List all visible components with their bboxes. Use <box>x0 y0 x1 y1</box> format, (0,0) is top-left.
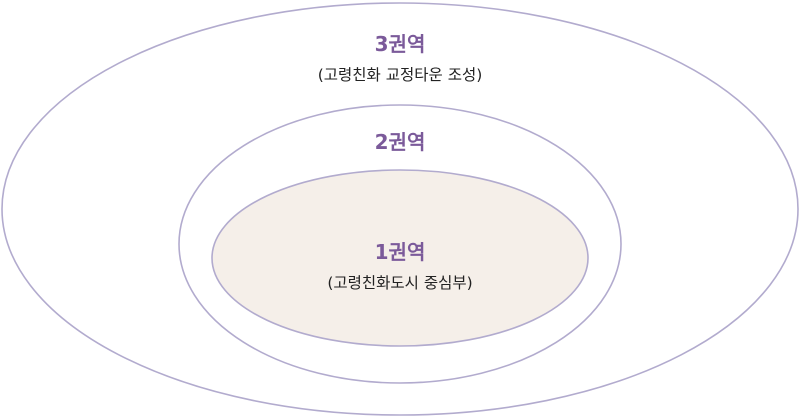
middle-zone-ellipse <box>178 104 622 384</box>
inner-zone-title: 1권역 <box>375 240 426 264</box>
inner-zone-description: (고령친화도시 중심부) <box>327 274 472 292</box>
middle-zone-title: 2권역 <box>375 130 426 154</box>
inner-zone-ellipse <box>211 169 589 347</box>
outer-zone-description: (고령친화 교정타운 조성) <box>318 66 483 84</box>
outer-zone-title: 3권역 <box>375 32 426 56</box>
